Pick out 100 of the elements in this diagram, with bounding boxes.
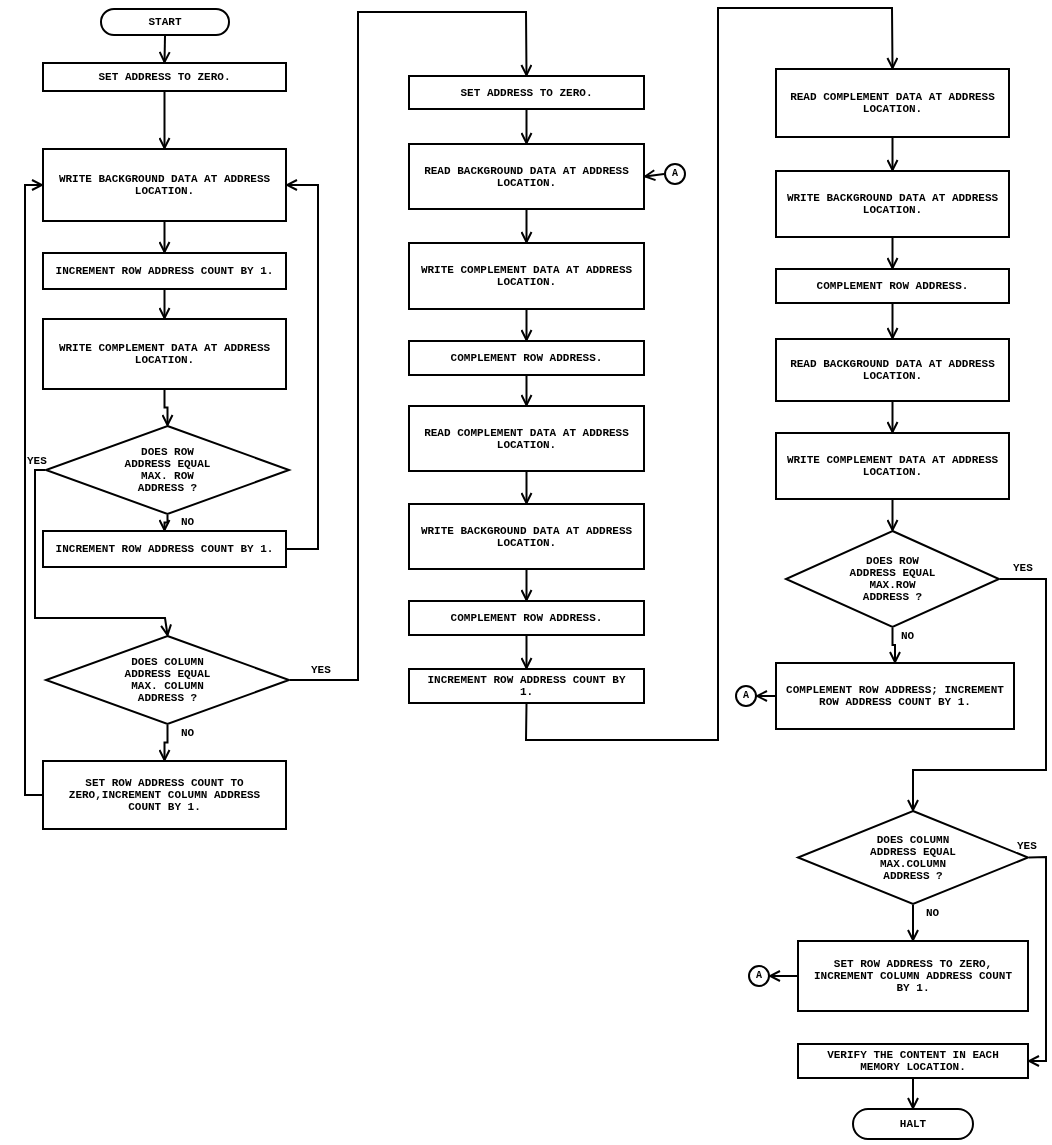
process-box (408, 143, 645, 210)
process-box (42, 252, 287, 290)
process-box (408, 75, 645, 110)
node-text: WRITE BACKGROUND DATA AT ADDRESS LOCATION. (57, 173, 272, 197)
edge-label: YES (26, 455, 48, 467)
node-text: INCREMENT ROW ADDRESS COUNT BY 1. (426, 674, 627, 698)
process-box (408, 340, 645, 376)
arrow (886, 499, 899, 531)
process-box (775, 432, 1010, 500)
arrow (158, 35, 171, 63)
arrow (520, 375, 533, 406)
edge-label: NO (925, 907, 941, 919)
arrow (907, 904, 919, 941)
node-text: WRITE BACKGROUND DATA AT ADDRESS LOCATION. (785, 192, 1000, 216)
arrow (886, 401, 899, 433)
process-box (775, 68, 1010, 138)
arrow (520, 635, 533, 669)
process-box (775, 338, 1010, 402)
node-text: A (756, 970, 762, 982)
process-box (42, 760, 287, 830)
arrow (886, 303, 899, 339)
process-box (775, 170, 1010, 238)
arrow (1028, 855, 1047, 1067)
decision-diamond (785, 530, 1000, 628)
arrow (520, 209, 533, 243)
process-box (42, 148, 287, 222)
process-box (408, 242, 645, 310)
process-box (408, 405, 645, 472)
process-box (797, 940, 1029, 1012)
arrow (158, 221, 171, 253)
arrow (889, 627, 901, 663)
process-box (775, 268, 1010, 304)
decision-diamond (45, 425, 290, 515)
arrow (289, 11, 533, 681)
node-text: WRITE COMPLEMENT DATA AT ADDRESS LOCATION. (785, 454, 1000, 478)
node-text: WRITE COMPLEMENT DATA AT ADDRESS LOCATION. (57, 342, 272, 366)
node-text: COMPLEMENT ROW ADDRESS. (450, 352, 603, 364)
arrow (520, 471, 533, 504)
connector-circle (735, 685, 757, 707)
node-text: INCREMENT ROW ADDRESS COUNT BY 1. (55, 543, 274, 555)
arrow (769, 970, 798, 982)
edge-label: YES (310, 664, 332, 676)
node-text: READ BACKGROUND DATA AT ADDRESS LOCATION. (789, 358, 996, 382)
node-text: READ COMPLEMENT DATA AT ADDRESS LOCATION. (789, 91, 996, 115)
arrow (158, 514, 171, 531)
arrow (520, 309, 533, 341)
edge-label: NO (900, 630, 916, 642)
arrow (907, 1078, 919, 1109)
node-text: COMPLEMENT ROW ADDRESS. (816, 280, 969, 292)
arrow (886, 237, 899, 269)
arrow (158, 289, 171, 319)
edge-label: NO (180, 516, 196, 528)
arrow (158, 91, 171, 149)
node-text: DOES COLUMN ADDRESS EQUAL MAX. COLUMN ADDRESS ? (123, 656, 212, 704)
arrow (158, 724, 171, 761)
node-text: VERIFY THE CONTENT IN EACH MEMORY LOCATION. (826, 1049, 1000, 1073)
node-text: SET ROW ADDRESS COUNT TO ZERO,INCREMENT COLUMN ADDRESS COUNT BY 1. (67, 777, 262, 813)
node-text: WRITE COMPLEMENT DATA AT ADDRESS LOCATION. (419, 264, 634, 288)
node-text: READ COMPLEMENT DATA AT ADDRESS LOCATION. (423, 426, 630, 451)
decision-diamond (45, 635, 290, 725)
node-text: COMPLEMENT ROW ADDRESS; INCREMENT ROW ADDRESS COUNT BY 1. (785, 684, 1005, 708)
arrow (34, 469, 172, 636)
terminal-box (852, 1108, 974, 1140)
node-text: DOES ROW ADDRESS EQUAL MAX.ROW ADDRESS ? (848, 555, 937, 603)
terminal-box (100, 8, 230, 36)
node-text: START (148, 16, 182, 28)
process-box (42, 318, 287, 390)
node-text: READ BACKGROUND DATA AT ADDRESS LOCATION. (423, 164, 630, 189)
node-text: DOES COLUMN ADDRESS EQUAL MAX.COLUMN ADDRESS ? (869, 833, 957, 882)
node-text: WRITE BACKGROUND DATA AT ADDRESS LOCATION. (419, 524, 634, 549)
edge-label: NO (180, 727, 196, 739)
node-text: COMPLEMENT ROW ADDRESS. (450, 612, 603, 624)
edge-label: YES (1012, 562, 1034, 574)
node-text: A (672, 168, 678, 180)
process-box (408, 668, 645, 704)
arrow (525, 7, 899, 741)
arrow (24, 179, 43, 796)
process-box (42, 530, 287, 568)
node-text: SET ROW ADDRESS TO ZERO, INCREMENT COLUMN ADDRESS COUNT BY 1. (812, 958, 1013, 994)
node-text: DOES ROW ADDRESS EQUAL MAX. ROW ADDRESS ? (123, 446, 212, 494)
process-box (408, 503, 645, 570)
arrow (644, 169, 665, 182)
process-box (42, 62, 287, 92)
arrow (520, 109, 533, 144)
arrow (756, 690, 776, 702)
process-box (797, 1043, 1029, 1079)
arrow (286, 179, 319, 550)
node-text: INCREMENT ROW ADDRESS COUNT BY 1. (55, 265, 274, 277)
connector-circle (748, 965, 770, 987)
arrow (161, 389, 174, 426)
arrow (520, 569, 533, 601)
arrow (886, 137, 899, 171)
edge-label: YES (1016, 840, 1038, 852)
node-text: A (743, 690, 749, 702)
connector-circle (664, 163, 686, 185)
node-text: SET ADDRESS TO ZERO. (98, 71, 231, 83)
node-text: SET ADDRESS TO ZERO. (460, 86, 593, 99)
process-box (775, 662, 1015, 730)
node-text: HALT (899, 1118, 927, 1130)
process-box (408, 600, 645, 636)
